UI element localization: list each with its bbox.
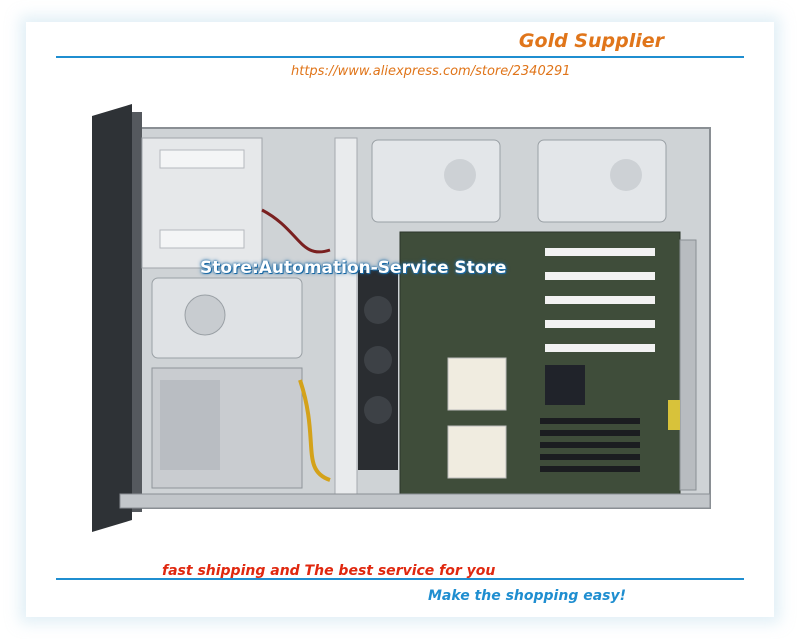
hard-drive-top-1 (371, 139, 501, 223)
dimm-slot (540, 430, 640, 436)
hard-drive-top-2 (537, 139, 667, 223)
gold-supplier-badge: Gold Supplier (518, 30, 664, 52)
divider-wall (334, 137, 358, 499)
pci-slot (545, 320, 655, 328)
dimm-slot (540, 442, 640, 448)
shopping-slogan: Make the shopping easy! (428, 588, 626, 604)
dimm-slot (540, 466, 640, 472)
header-divider (56, 56, 744, 58)
pci-slot (545, 344, 655, 352)
dimm-slot (540, 418, 640, 424)
chipset-heatsink (545, 365, 585, 405)
dimm-slot (540, 454, 640, 460)
pci-slot (545, 272, 655, 280)
shipping-slogan: fast shipping and The best service for y… (162, 563, 496, 579)
store-url-link[interactable]: https://www.aliexpress.com/store/2340291 (291, 64, 571, 79)
front-bezel (92, 104, 132, 532)
pci-slot (545, 296, 655, 304)
footer-divider (56, 578, 744, 580)
pci-slot (545, 248, 655, 256)
rear-io-panel (679, 239, 697, 491)
cpu-socket-2 (447, 425, 507, 479)
store-watermark: Store:Automation-Service Store (200, 258, 507, 278)
cpu-socket-1 (447, 357, 507, 411)
hard-drive-left (151, 277, 303, 359)
